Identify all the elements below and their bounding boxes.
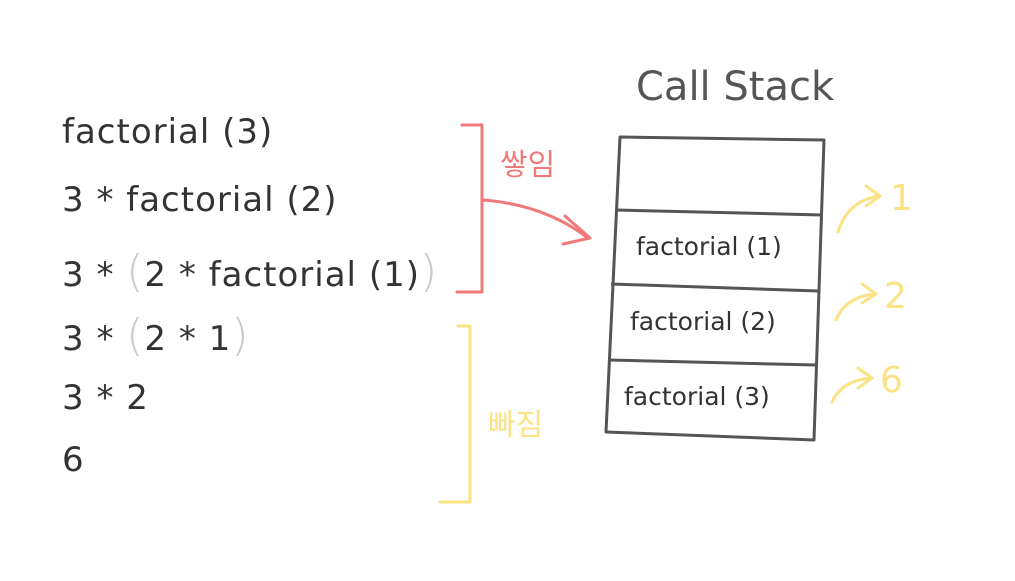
stack-divider-2 (610, 282, 819, 293)
return-value-2: 2 (884, 276, 907, 317)
stack-frame-3: factorial (3) (624, 382, 770, 411)
expression-inner: 2 * 1 (144, 319, 232, 359)
stack-frame-1: factorial (1) (636, 232, 782, 261)
push-bracket (455, 123, 484, 294)
expression-line-3: 3 * (2 * factorial (1)) (62, 246, 438, 297)
push-arrow (482, 198, 590, 240)
close-paren: ) (419, 246, 439, 297)
push-label: 쌓임 (500, 148, 556, 183)
expression-line-2: 3 * factorial (2) (62, 180, 338, 220)
expression-text: 3 * (62, 255, 127, 295)
expression-line-1: factorial (3) (62, 112, 273, 152)
expression-text: 3 * (62, 319, 127, 359)
open-paren: ( (126, 246, 145, 297)
pop-bracket (438, 324, 472, 504)
stack-divider-1 (616, 208, 823, 217)
expression-text: 3 * 2 (62, 378, 149, 418)
return-arrowhead-3 (856, 366, 874, 390)
close-paren: ) (231, 310, 250, 361)
return-value-1: 1 (890, 178, 913, 219)
expression-text: factorial (3) (62, 112, 274, 152)
expression-text: 3 * factorial (2) (62, 180, 338, 220)
pop-label: 빠짐 (488, 408, 544, 443)
return-arrow-1 (836, 194, 882, 234)
expression-inner: 2 * factorial (1) (144, 255, 420, 295)
open-paren: ( (126, 310, 145, 361)
stack-frame-2: factorial (2) (630, 307, 776, 336)
return-value-3: 6 (880, 360, 903, 401)
stack-box (604, 135, 826, 442)
expression-line-5: 3 * 2 (62, 378, 149, 418)
return-arrowhead-2 (860, 282, 878, 305)
return-arrowhead-1 (864, 184, 882, 208)
expression-text: 6 (62, 440, 85, 480)
expression-line-6: 6 (62, 440, 85, 480)
stack-title: Call Stack (636, 64, 835, 110)
return-arrow-3 (830, 376, 874, 404)
push-arrowhead (561, 214, 592, 246)
return-arrow-2 (834, 292, 878, 322)
expression-line-4: 3 * (2 * 1) (62, 310, 249, 361)
stack-divider-3 (608, 358, 817, 367)
